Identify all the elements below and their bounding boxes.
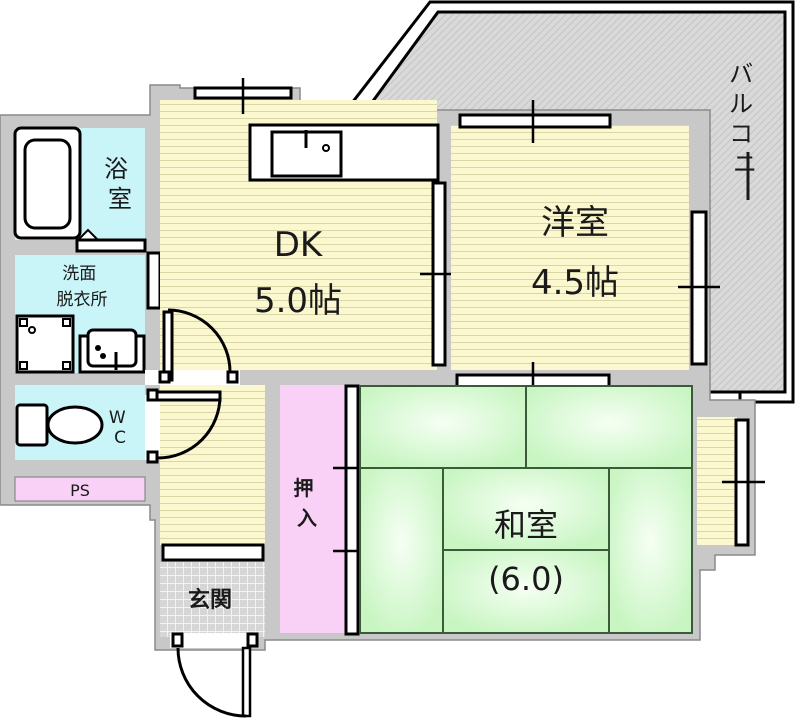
dk-label: DK — [274, 225, 324, 265]
western-room: 洋室 4.5帖 — [451, 100, 720, 400]
closet-label: 押 入 — [294, 476, 321, 530]
dk-room: DK 5.0帖 — [160, 78, 458, 370]
door-dk-swing — [158, 308, 239, 384]
japanese-size: (6.0) — [488, 560, 564, 598]
tatami-mat — [442, 549, 610, 634]
western-size: 4.5帖 — [531, 263, 619, 303]
window-western-right — [678, 210, 720, 366]
japanese-room: 和室 (6.0) — [359, 385, 693, 634]
japanese-label: 和室 — [494, 506, 558, 544]
bath-door — [75, 238, 147, 253]
wc-label: W C — [109, 408, 131, 448]
balcony: バ ル コ ニ — [341, 0, 795, 404]
bath-room: 浴 室 — [13, 126, 147, 253]
entrance-door[interactable] — [171, 632, 259, 718]
shoe-cabinet — [161, 543, 265, 562]
western-label: 洋室 — [541, 203, 609, 243]
window-dk-top — [193, 78, 293, 114]
dk-size: 5.0帖 — [254, 281, 342, 321]
washroom-door — [146, 251, 162, 310]
tatami-mat — [608, 467, 693, 634]
wash-basin-icon — [78, 328, 146, 374]
entrance: 玄関 — [160, 543, 265, 718]
wc-room: W C — [15, 385, 160, 460]
ps-label: PS — [70, 481, 90, 500]
tatami-mat — [442, 467, 610, 551]
washing-machine-icon — [15, 314, 75, 374]
washroom: 洗面 脱衣所 — [15, 251, 162, 374]
hallway — [145, 370, 265, 545]
tatami-mat — [359, 385, 527, 469]
bath-label: 浴 室 — [104, 155, 136, 213]
closet-sliding-doors — [333, 384, 368, 636]
entrance-label: 玄関 — [188, 587, 232, 613]
toilet-icon — [15, 403, 104, 447]
balcony-label: バ ル コ ニ — [729, 60, 761, 178]
window-western-top — [458, 100, 612, 143]
tatami-mat — [525, 385, 693, 469]
kitchen-counter — [248, 123, 440, 182]
tatami-mat — [359, 467, 444, 634]
door-wc-swing — [146, 388, 222, 464]
closet: 押 入 — [280, 384, 368, 636]
washroom-label: 洗面 脱衣所 — [57, 264, 108, 310]
japanese-room-veranda — [697, 417, 765, 547]
sliding-door-dk-western — [420, 181, 458, 367]
ps-space: PS — [14, 476, 146, 502]
window-japanese-right — [722, 418, 765, 547]
